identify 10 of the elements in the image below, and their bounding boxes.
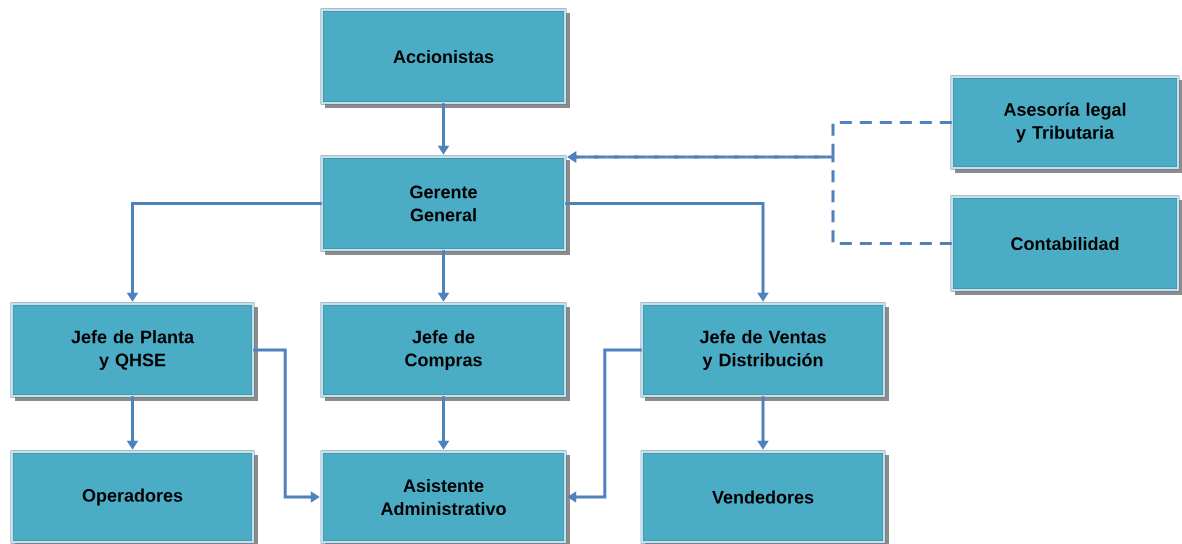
org-box: Jefe de Planta y QHSE <box>10 302 258 401</box>
org-box: Jefe de Ventas y Distribución <box>640 302 889 401</box>
org-box: Operadores <box>10 450 258 544</box>
org-box: Contabilidad <box>950 195 1182 295</box>
org-box: Asistente Administrativo <box>320 450 570 544</box>
org-box: Gerente General <box>320 155 570 255</box>
org-box: Asesoría legal y Tributaria <box>950 75 1182 173</box>
org-box: Jefe de Compras <box>320 302 570 401</box>
org-box: Vendedores <box>640 450 889 544</box>
org-box: Accionistas <box>320 8 570 108</box>
